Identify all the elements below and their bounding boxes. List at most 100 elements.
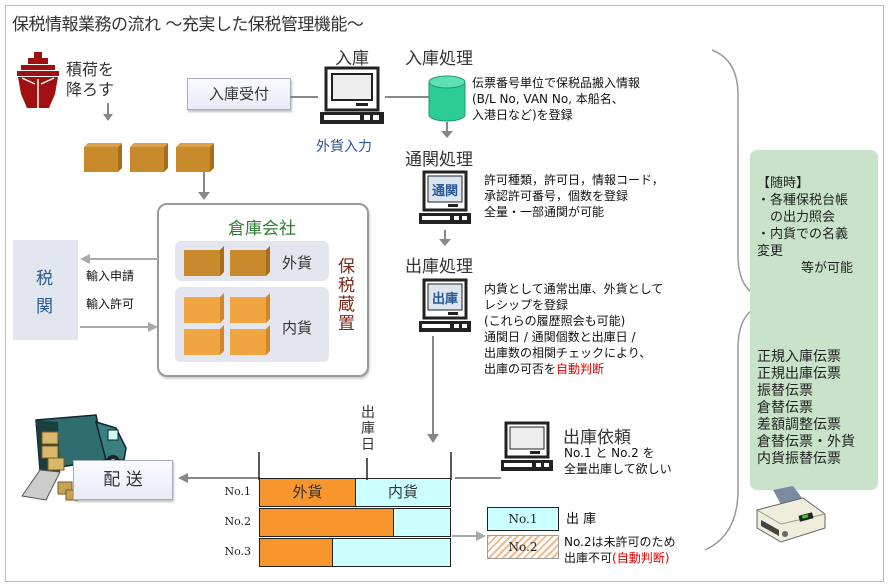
foreign-segment: 外貨 [260, 479, 356, 506]
result-ng-text: No.2は未許可のため 出庫不可(自動判断) [564, 534, 676, 566]
table-row-label: No.2 [224, 515, 251, 528]
side-panel [750, 150, 878, 490]
page-title: 保税情報業務の流れ ～充実した保税管理機能～ [12, 15, 364, 35]
import-request-label: 輸入申請 [86, 269, 135, 283]
desc-text: 出庫の可否を [484, 362, 557, 376]
desc-line: 許可種類，許可日，情報コード， [484, 173, 664, 187]
arrow-to-delivery [178, 473, 260, 483]
arrow-to-warehouse [80, 322, 158, 332]
domestic-segment: 内貨 [387, 483, 418, 501]
desc-line: 通関日 / 通関個数と出庫日 / [484, 330, 636, 344]
request-computer-icon [501, 421, 553, 471]
ship-label-line2: 降ろす [66, 80, 115, 99]
process-desc-clearance: 許可種類，許可日，情報コード， 承認許可番号，個数を登録 全量・一部通関が可能 [484, 172, 664, 220]
desc-line: 入港日など)を登録 [472, 108, 573, 122]
desc-line: 出庫の可否を自動判断 [484, 361, 663, 377]
shipping-computer-icon: 出庫 [418, 278, 472, 338]
printer-icon [756, 486, 826, 543]
table-row [259, 538, 451, 567]
table-row-label: No.3 [224, 545, 251, 558]
slip-item: 差額調整伝票 [757, 417, 841, 433]
panel-item: ・各種保税台帳 [757, 193, 849, 208]
foreign-goods-label: 外貨 [282, 254, 313, 272]
customs-box [13, 240, 78, 340]
bonded-storage-label: 保税蔵置 [338, 257, 355, 334]
desc-line: レシップを登録 [484, 298, 569, 312]
auto-judge-highlight: (自動判断) [612, 551, 670, 565]
desc-line: (B/L No, VAN No, 本船名、 [472, 92, 624, 106]
ship-label-line1: 積荷を [66, 60, 115, 79]
cargo-boxes-icon [84, 143, 214, 172]
slip-item: 倉替伝票・外貨 [757, 434, 855, 450]
panel-item: ・内貨での名義 [757, 227, 849, 242]
result-ok-text: 出 庫 [566, 512, 597, 527]
shipment-date-label: 出庫日 [361, 405, 375, 453]
process-heading-clearance: 通関処理 [405, 150, 473, 170]
panel-item: の出力照会 [757, 210, 836, 225]
arrow-to-result [452, 531, 486, 541]
result-ok-badge: No.1 [487, 507, 559, 531]
desc-line: 全量・一部通関が可能 [484, 205, 605, 219]
result-ng-line: No.2は未許可のため [564, 535, 676, 549]
desc-line: 出庫数の相関チェックにより、 [484, 346, 652, 360]
receiving-terminal-label: 入庫 [335, 49, 369, 69]
slip-item: 正規入庫伝票 [757, 349, 841, 365]
process-heading-shipping: 出庫処理 [405, 257, 473, 277]
warehouse-title: 倉庫会社 [228, 219, 296, 239]
desc-line: (これらの履歴照会も可能) [484, 314, 626, 328]
side-panel-anytime: 【随時】 ・各種保税台帳 の出力照会 ・内貨での名義 変更 等が可能 [757, 175, 853, 277]
desc-line: 伝票番号単位で保税品搬入情報 [472, 76, 641, 90]
shipment-request-desc: No.1 と No.2 を 全量出庫して欲しい [564, 445, 672, 477]
request-line: No.1 と No.2 を [564, 446, 655, 460]
ng-text: 出庫不可 [564, 551, 613, 565]
arrow-down-shipping [427, 336, 439, 443]
foreign-segment [260, 539, 333, 566]
desc-line: 内貨として通常出庫、外貨として [484, 282, 664, 296]
connector-line-receiving [290, 96, 430, 98]
auto-judge-highlight: 自動判断 [556, 362, 605, 376]
arrow-to-customs [80, 254, 158, 264]
clearance-computer-icon: 通関 [418, 170, 472, 230]
panel-header: 【随時】 [757, 176, 810, 191]
delivery-truck-icon [21, 414, 127, 501]
database-icon [428, 75, 466, 122]
computer-icon [320, 66, 384, 124]
ship-label: 積荷を 降ろす [66, 60, 114, 100]
foreign-segment [260, 509, 394, 536]
process-desc-receiving: 伝票番号単位で保税品搬入情報 (B/L No, VAN No, 本船名、 入港日… [472, 75, 640, 123]
result-ng-line: 出庫不可(自動判断) [564, 550, 676, 566]
table-bracket [258, 452, 452, 480]
arrow-down-clearance [439, 230, 451, 246]
foreign-cargo-icon [184, 246, 270, 276]
process-heading-receiving: 入庫処理 [405, 49, 473, 69]
panel-item: 変更 [757, 244, 784, 259]
bracket-curve [704, 49, 756, 551]
connector-line-request [455, 477, 501, 479]
process-desc-shipping: 内貨として通常出庫、外貨として レシップを登録 (これらの履歴照会も可能) 通関… [484, 281, 663, 377]
arrow-down-ship [103, 103, 113, 121]
shipping-screen-text: 出庫 [431, 292, 458, 307]
slip-item: 倉替伝票 [757, 400, 813, 416]
request-line: 全量出庫して欲しい [564, 462, 672, 476]
table-row-label: No.1 [224, 485, 251, 498]
ship-icon [17, 52, 59, 108]
domestic-cargo-icon [184, 293, 270, 355]
slip-item: 正規出庫伝票 [757, 366, 841, 382]
slip-item: 振替伝票 [757, 383, 813, 399]
table-row [259, 508, 451, 537]
table-row: 外貨 内貨 [259, 478, 451, 507]
panel-footer: 等が可能 [801, 261, 854, 276]
slip-list: 正規入庫伝票 正規出庫伝票 振替伝票 倉替伝票 差額調整伝票 倉替伝票・外貨 内… [757, 349, 855, 468]
shipment-request-heading: 出庫依頼 [563, 428, 631, 448]
result-ng-badge: No.2 [487, 535, 559, 559]
arrow-down-db [441, 122, 453, 138]
delivery-button[interactable]: 配 送 [73, 460, 173, 500]
foreign-input-label: 外貨入力 [316, 139, 372, 155]
customs-label: 税関 [36, 269, 53, 317]
receiving-button[interactable]: 入庫受付 [187, 78, 291, 110]
desc-line: 承認許可番号，個数を登録 [484, 189, 629, 203]
clearance-screen-text: 通関 [431, 184, 458, 199]
diagram-frame [5, 5, 884, 582]
arrow-down-boxes [198, 172, 210, 200]
import-permit-label: 輸入許可 [86, 297, 135, 311]
